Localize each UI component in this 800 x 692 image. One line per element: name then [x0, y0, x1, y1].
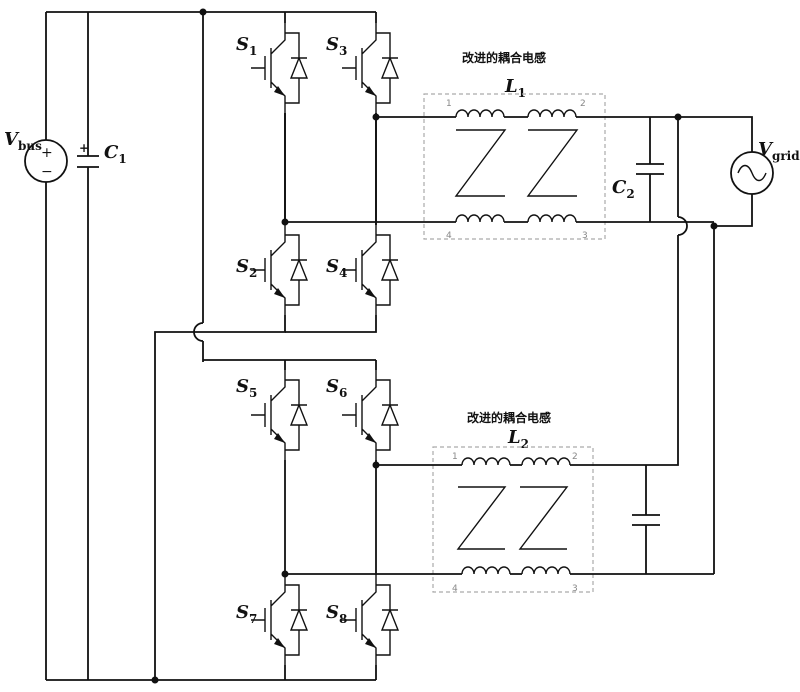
dc-source: + − Vbus — [4, 12, 67, 680]
c1-subscript: 1 — [118, 152, 126, 166]
inductor-l2-subscript: 2 — [521, 437, 529, 451]
source-minus-sign: − — [41, 164, 53, 180]
switch-label-s7: S7 — [236, 602, 257, 626]
c2-label: C — [612, 177, 627, 198]
lower-bridge — [251, 360, 398, 680]
switch-label-s1: S1 — [236, 34, 257, 58]
c1-label: C — [104, 142, 119, 163]
source-plus-sign: + — [41, 145, 53, 161]
switch-label-s4: S4 — [326, 256, 347, 280]
coupled-inductor-l1: 改进的耦合电感 L1 1 2 4 3 — [285, 50, 678, 241]
capacitor-c1: + C1 — [77, 12, 127, 680]
svg-text:Vbus: Vbus — [4, 129, 42, 153]
dc-rails — [46, 9, 376, 684]
vgrid-subscript: grid — [772, 149, 800, 163]
svg-text:3: 3 — [572, 584, 578, 594]
switch-label-s6: S6 — [326, 376, 347, 400]
svg-text:2: 2 — [580, 99, 586, 109]
inductor-l1-subscript: 1 — [518, 86, 526, 100]
switch-labels: S1 S2 S3 S4 S5 S6 S7 S8 — [236, 34, 347, 626]
coupled-inductor-l2: 改进的耦合电感 L2 1 2 4 3 — [285, 410, 714, 594]
c2-subscript: 2 — [626, 187, 634, 201]
svg-text:1: 1 — [446, 99, 452, 109]
svg-text:L1: L1 — [504, 76, 526, 100]
svg-text:4: 4 — [446, 231, 452, 241]
svg-text:1: 1 — [452, 452, 458, 462]
inductor-l1-title: 改进的耦合电感 — [462, 50, 546, 65]
switch-label-s8: S8 — [326, 602, 347, 626]
vbus-subscript: bus — [18, 139, 42, 153]
c1-plus-sign: + — [79, 141, 89, 155]
output-network: C2 Vgrid — [612, 114, 800, 575]
svg-text:4: 4 — [452, 584, 458, 594]
svg-text:Vgrid: Vgrid — [758, 139, 800, 163]
svg-text:2: 2 — [572, 452, 578, 462]
svg-text:C2: C2 — [612, 177, 635, 201]
switch-label-s3: S3 — [326, 34, 347, 58]
svg-text:C1: C1 — [104, 142, 127, 166]
switch-label-s5: S5 — [236, 376, 257, 400]
upper-bridge — [251, 12, 398, 315]
svg-text:3: 3 — [582, 231, 588, 241]
inductor-l2-label: L — [507, 427, 521, 448]
inductor-l2-title: 改进的耦合电感 — [467, 410, 551, 425]
switch-label-s2: S2 — [236, 256, 257, 280]
